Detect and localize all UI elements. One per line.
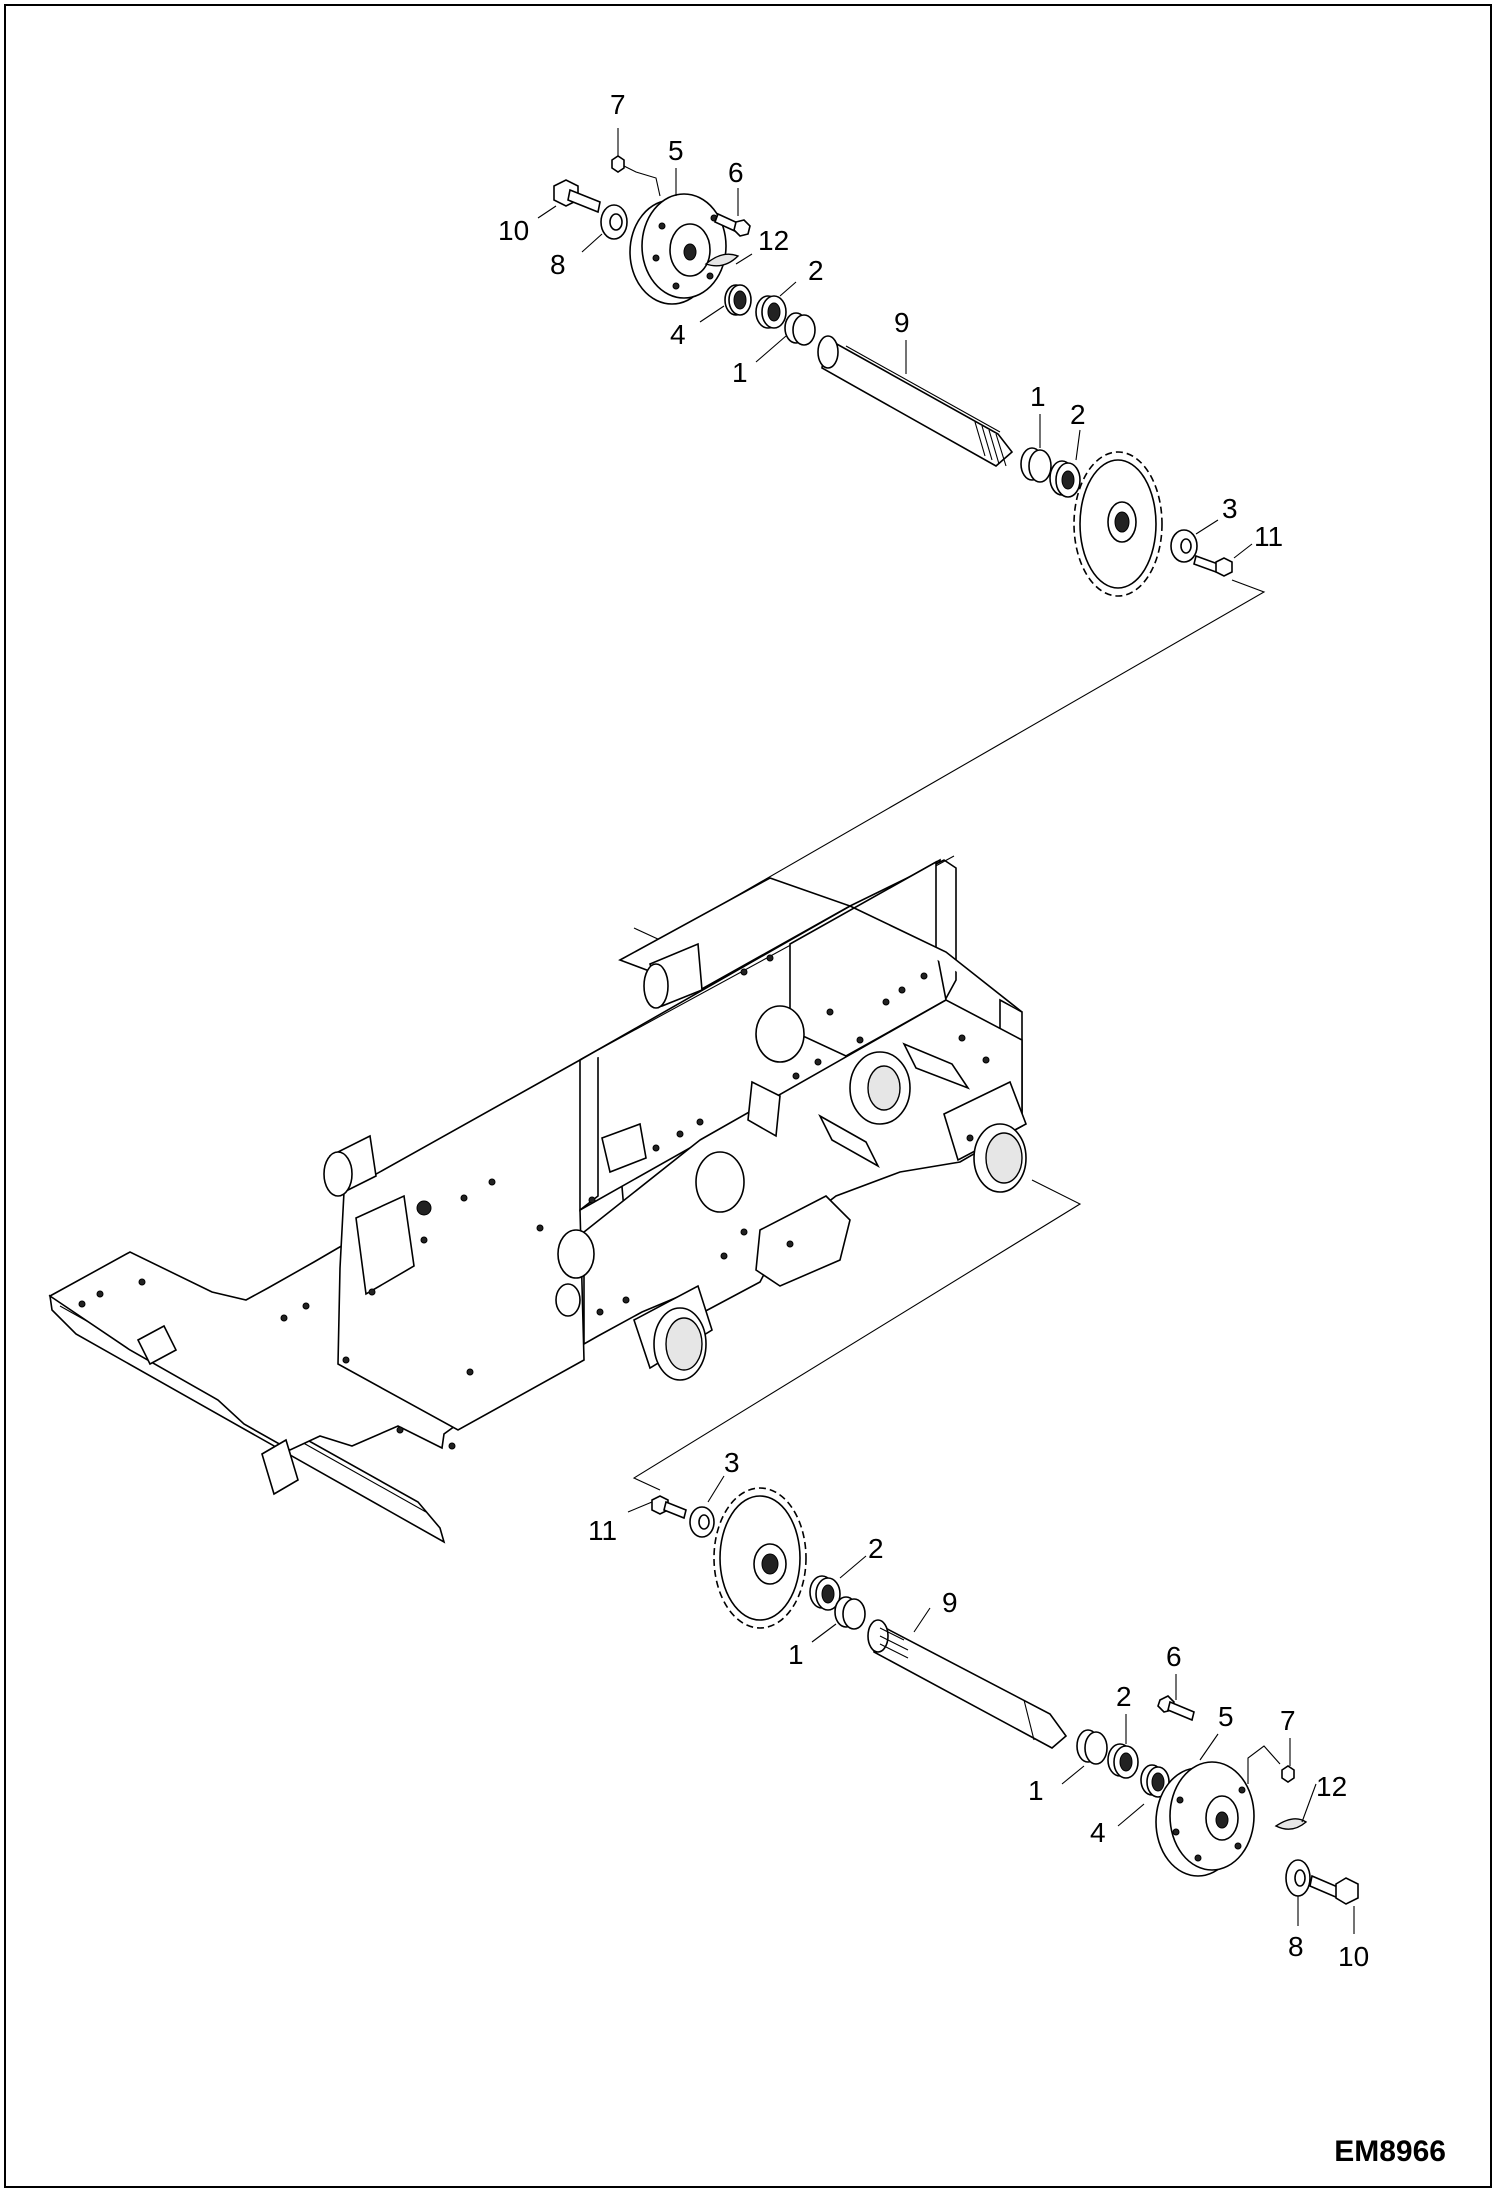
bolt-6-top — [713, 212, 751, 237]
seal-4-top — [724, 284, 752, 316]
callout-1a-bottom: 1 — [788, 1639, 804, 1670]
pivot-tube-left — [633, 1284, 713, 1381]
frame-holes — [78, 954, 990, 1450]
callout-1a-top: 1 — [732, 357, 748, 388]
callout-9-bottom: 9 — [942, 1587, 958, 1618]
callout-12-top: 12 — [758, 225, 789, 256]
washer-8-top — [600, 204, 628, 240]
callout-3-top: 3 — [1222, 493, 1238, 524]
callout-11-bottom: 11 — [588, 1515, 617, 1546]
hub-5-bottom — [1155, 1761, 1255, 1877]
callout-6-top: 6 — [728, 157, 744, 188]
washer-8-bottom — [1285, 1859, 1311, 1897]
shaft-9-bottom — [867, 1619, 1068, 1749]
callout-2b-bottom: 2 — [1116, 1681, 1132, 1712]
bearing-2a-top — [755, 295, 787, 329]
callout-2b-top: 2 — [1070, 399, 1086, 430]
cup-1b-top — [1020, 447, 1052, 483]
pivot-tube-top — [643, 942, 703, 1009]
pivot-tube-right — [943, 1080, 1027, 1193]
callout-2a-top: 2 — [808, 255, 824, 286]
leaders-top — [537, 128, 1266, 941]
cup-1a-top — [784, 312, 816, 346]
callout-5-bottom: 5 — [1218, 1701, 1234, 1732]
hub-5-top — [629, 193, 727, 305]
bottom-axle-assembly — [627, 1475, 1359, 1934]
cup-1b-bottom — [1076, 1729, 1108, 1765]
top-axle-assembly — [537, 128, 1266, 941]
callout-3-bottom: 3 — [724, 1447, 740, 1478]
washer-3-bottom — [689, 1506, 715, 1538]
bearing-2b-top — [1049, 460, 1081, 498]
figure-code: EM8966 — [1334, 2135, 1446, 2168]
bolt-11-bottom — [651, 1495, 687, 1520]
bolt-7-bottom — [1247, 1745, 1295, 1784]
callout-2a-bottom: 2 — [868, 1533, 884, 1564]
callout-1b-top: 1 — [1030, 381, 1046, 412]
key-12-top — [704, 253, 740, 267]
bolt-11-top — [1193, 554, 1233, 577]
callout-4-bottom: 4 — [1090, 1817, 1106, 1848]
leaders-bottom — [627, 1475, 1355, 1934]
undercarriage-frame — [48, 855, 1082, 1544]
callout-8-bottom: 8 — [1288, 1931, 1304, 1962]
callout-7-bottom: 7 — [1280, 1705, 1296, 1736]
bolt-10-top — [553, 179, 601, 214]
bearing-2b-bottom — [1107, 1743, 1139, 1779]
callout-5-top: 5 — [668, 135, 684, 166]
shaft-9-top — [817, 335, 1014, 467]
callouts-top: 7 5 6 10 12 8 2 4 9 1 1 2 3 11 — [498, 89, 1283, 552]
callout-1b-bottom: 1 — [1028, 1775, 1044, 1806]
callout-12-bottom: 12 — [1316, 1771, 1347, 1802]
sprocket-bottom — [713, 1487, 807, 1629]
callout-8-top: 8 — [550, 249, 566, 280]
sprocket-top — [1073, 451, 1163, 597]
washer-3-top — [1170, 529, 1198, 563]
bolt-10-bottom — [1309, 1874, 1359, 1905]
callout-10-bottom: 10 — [1338, 1941, 1369, 1972]
callouts-bottom: 3 11 2 9 1 6 2 5 7 1 12 4 8 10 — [588, 1447, 1369, 1972]
bolt-7-top — [611, 155, 661, 197]
callout-11-top: 11 — [1254, 521, 1283, 552]
callout-9-top: 9 — [894, 307, 910, 338]
bolt-6-bottom — [1157, 1695, 1195, 1722]
callout-6-bottom: 6 — [1166, 1641, 1182, 1672]
bearing-2a-bottom — [809, 1575, 841, 1611]
callout-7-top: 7 — [610, 89, 626, 120]
key-12-bottom — [1274, 1818, 1308, 1830]
callout-4-top: 4 — [670, 319, 686, 350]
pivot-tube-rear — [323, 1134, 377, 1197]
cup-1a-bottom — [834, 1596, 866, 1630]
callout-10-top: 10 — [498, 215, 529, 246]
